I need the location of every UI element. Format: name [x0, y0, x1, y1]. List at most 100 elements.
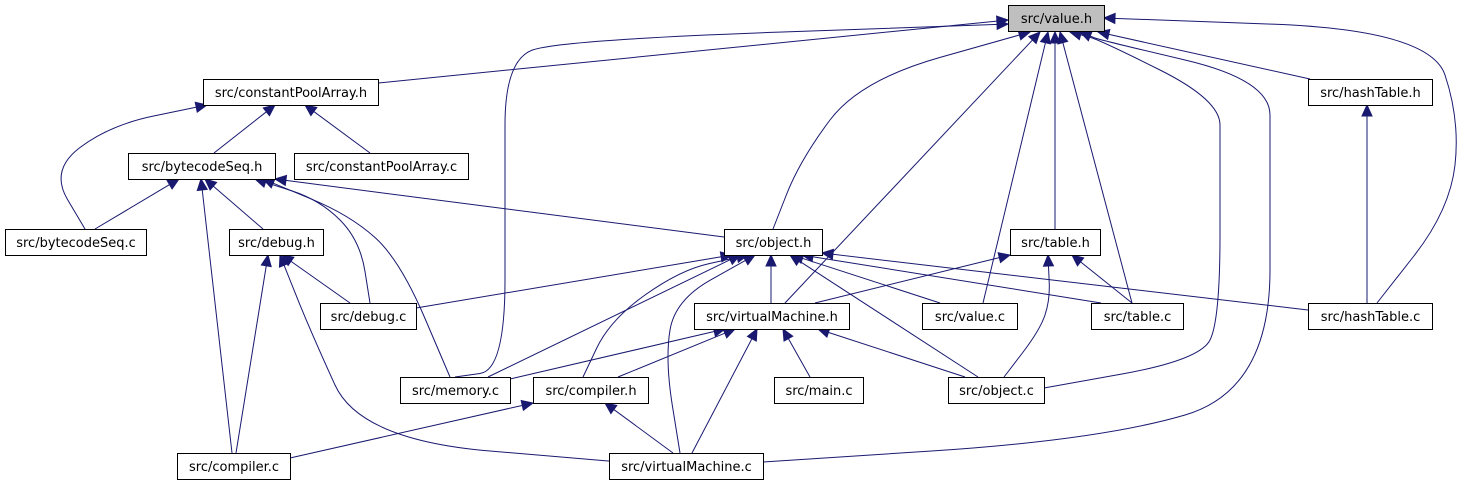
node-box: [128, 153, 276, 180]
edge-line: [801, 257, 941, 304]
node-compiler-c[interactable]: src/compiler.c: [177, 453, 291, 480]
node-table-h[interactable]: src/table.h: [1010, 229, 1101, 256]
edge-line: [667, 259, 747, 454]
arrowhead-icon: [997, 252, 1012, 264]
node-box: [1308, 79, 1433, 106]
node-hashTable-h[interactable]: src/hashTable.h: [1308, 79, 1433, 106]
edge-line: [691, 337, 753, 454]
node-label: src/table.c: [1104, 310, 1172, 325]
node-label: src/constantPoolArray.h: [215, 86, 367, 101]
node-hashTable-c[interactable]: src/hashTable.c: [1308, 303, 1433, 330]
node-object-h[interactable]: src/object.h: [724, 229, 823, 256]
edge-line: [831, 253, 1309, 311]
node-memory-c[interactable]: src/memory.c: [400, 377, 511, 404]
edge-line: [289, 404, 524, 459]
edge-virtualMachine_c-to-debug_h: [278, 253, 621, 463]
edge-line: [1062, 41, 1133, 304]
edge-virtualMachine_h-to-value_h: [784, 31, 1041, 304]
arrowhead-icon: [1071, 254, 1085, 267]
node-bytecodeSeq-c[interactable]: src/bytecodeSeq.c: [5, 229, 147, 256]
node-box: [533, 377, 649, 404]
node-bytecodeSeq-h[interactable]: src/bytecodeSeq.h: [128, 153, 276, 180]
edge-line: [798, 260, 979, 378]
edge-virtualMachine_h-to-table_h: [814, 252, 1012, 304]
arrowhead-icon: [304, 104, 318, 117]
edge-line: [582, 256, 739, 378]
node-table-c[interactable]: src/table.c: [1091, 303, 1184, 330]
node-label: src/constantPoolArray.c: [306, 160, 457, 175]
node-value-c[interactable]: src/value.c: [922, 303, 1018, 330]
edge-value_c-to-value_h: [982, 30, 1051, 304]
node-box: [774, 377, 864, 404]
edge-memory_c-to-value_h: [454, 18, 1010, 378]
edge-debug_h-to-bytecodeSeq_h: [204, 178, 264, 230]
node-box: [724, 229, 823, 256]
arrowhead-icon: [742, 254, 757, 266]
edge-line: [827, 331, 966, 378]
node-debug-c[interactable]: src/debug.c: [320, 303, 417, 330]
node-label: src/hashTable.h: [1320, 86, 1421, 101]
node-label: src/compiler.c: [189, 460, 279, 475]
edge-line: [289, 260, 351, 304]
edge-line: [487, 258, 732, 378]
node-box: [694, 303, 850, 330]
edge-value_c-to-object_h: [790, 253, 941, 304]
node-box: [320, 303, 417, 330]
edge-virtualMachine_h-to-object_h: [765, 253, 777, 303]
node-debug-h[interactable]: src/debug.h: [229, 229, 324, 256]
node-label: src/value.h: [1021, 12, 1092, 27]
edge-compiler_c-to-debug_h: [235, 253, 272, 454]
edge-object_h-to-bytecodeSeq_h: [273, 174, 725, 238]
edge-line: [235, 264, 267, 454]
node-label: src/table.h: [1021, 236, 1090, 251]
edge-table_c-to-value_h: [1057, 30, 1133, 304]
edge-hashTable_c-to-object_h: [820, 248, 1309, 311]
arrowhead-icon: [1078, 30, 1093, 42]
edge-main_c-to-virtualMachine_h: [782, 327, 811, 378]
node-box: [1010, 229, 1101, 256]
edge-compiler_h-to-virtualMachine_h: [617, 328, 737, 378]
arrowhead-icon: [520, 399, 535, 412]
node-constantPoolArray-h[interactable]: src/constantPoolArray.h: [203, 79, 379, 106]
arrowhead-icon: [820, 248, 835, 261]
arrowhead-icon: [1039, 30, 1051, 45]
arrowhead-icon: [996, 18, 1010, 31]
edge-hashTable_c-to-value_h: [1102, 12, 1457, 304]
edge-line: [284, 179, 725, 238]
edge-line: [509, 330, 716, 380]
node-box: [948, 377, 1045, 404]
node-compiler-h[interactable]: src/compiler.h: [533, 377, 649, 404]
node-label: src/value.c: [935, 310, 1005, 325]
edge-line: [454, 23, 999, 378]
node-box: [229, 229, 324, 256]
edge-line: [762, 35, 1271, 463]
node-label: src/debug.h: [238, 236, 315, 251]
node-label: src/virtualMachine.h: [706, 310, 838, 325]
arrowhead-icon: [788, 254, 803, 267]
node-box: [1008, 5, 1105, 32]
node-box: [609, 453, 764, 480]
graph-edges: [60, 12, 1457, 463]
edge-line: [377, 20, 999, 84]
edge-line: [283, 264, 621, 463]
arrowhead-icon: [604, 402, 618, 415]
arrowhead-icon: [166, 178, 181, 190]
node-virtualMachine-c[interactable]: src/virtualMachine.c: [609, 453, 764, 480]
node-object-c[interactable]: src/object.c: [948, 377, 1045, 404]
node-virtualMachine-h[interactable]: src/virtualMachine.h: [694, 303, 850, 330]
node-box: [5, 229, 147, 256]
node-label: src/debug.c: [331, 310, 407, 325]
node-box: [400, 377, 511, 404]
arrowhead-icon: [1102, 12, 1116, 25]
node-main-c[interactable]: src/main.c: [774, 377, 864, 404]
arrowhead-icon: [204, 178, 218, 191]
edge-memory_c-to-virtualMachine_h: [509, 325, 727, 380]
edge-table_c-to-table_h: [1071, 254, 1133, 304]
graph-nodes: src/value.h src/constantPoolArray.h src/ha…: [5, 5, 1433, 480]
node-box: [203, 79, 379, 106]
edge-line: [617, 332, 726, 378]
edge-line: [811, 256, 1102, 304]
edge-line: [212, 185, 264, 230]
node-constantPoolArray-c[interactable]: src/constantPoolArray.c: [294, 153, 469, 180]
